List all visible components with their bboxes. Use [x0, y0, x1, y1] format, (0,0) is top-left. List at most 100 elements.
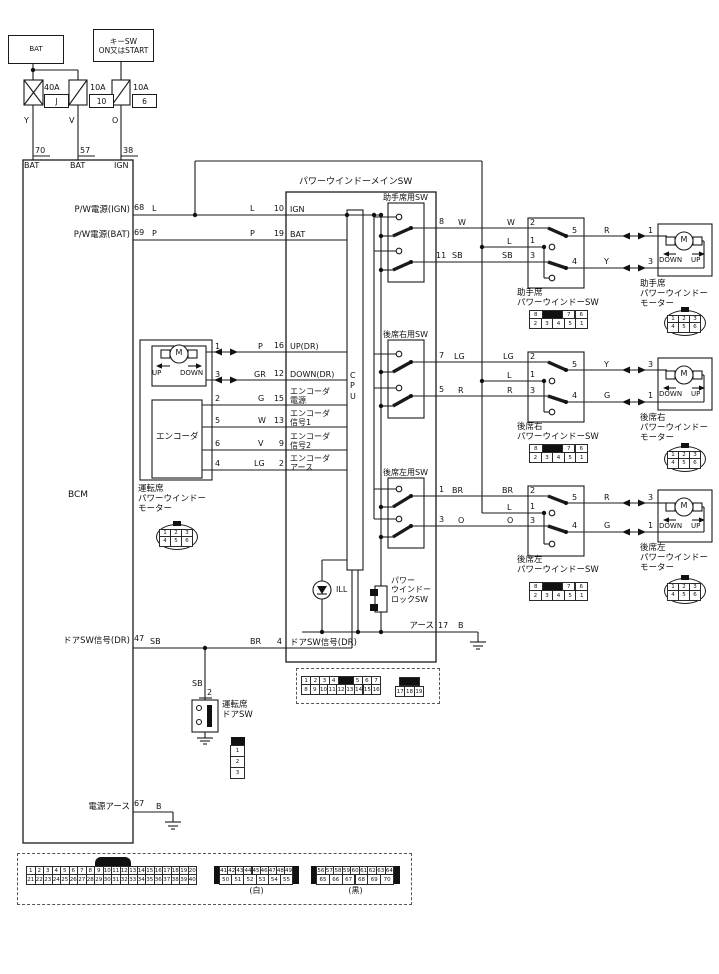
junction-dots: [30, 67, 568, 651]
direction-arrows: [156, 232, 705, 536]
wire-p-left: P: [152, 229, 157, 238]
connector-pin: 65: [316, 874, 330, 886]
rl-motor-pin-b: 1: [648, 521, 654, 530]
rl-sw-pin5: 5: [572, 493, 578, 502]
connector-pin: 70: [380, 874, 394, 886]
rl-wire-l: L: [507, 503, 512, 512]
rr-wire-b1: R: [458, 386, 464, 395]
connector-pin: 6: [689, 457, 701, 469]
bcm-pin-70: 70: [35, 146, 46, 155]
rr-motor-down: DOWN: [659, 390, 683, 398]
doorsw-name: 運転席 ドアSW: [222, 700, 253, 721]
front-wire-b2: SB: [502, 251, 513, 260]
connector-pin: 1: [575, 318, 588, 330]
front-sw-name: 助手席 パワーウインドーSW: [517, 288, 599, 309]
rl-motor-m: M: [680, 501, 688, 510]
wire-v: V: [258, 439, 264, 448]
front-wire-b1: SB: [452, 251, 463, 260]
main-sw-symbol: [285, 191, 486, 663]
bcm-label: BCM: [67, 490, 89, 500]
connector-pin: 51: [231, 874, 245, 886]
remote-motor-symbols: [657, 223, 713, 543]
encoder-label: エンコーダ: [156, 432, 199, 442]
bcm-pin-68: 68: [134, 203, 145, 212]
main-sw-title: パワーウインドーメインSW: [299, 177, 413, 187]
bcm-pin-38: 38: [123, 146, 134, 155]
fuse1-rating: 40A: [44, 83, 60, 92]
black-connector-label: (黒): [348, 886, 363, 895]
wire-w: W: [258, 416, 266, 425]
connector-pin: 54: [267, 874, 281, 886]
cpu-label: CPU: [350, 371, 356, 401]
rr-motor-pin-b: 1: [648, 391, 654, 400]
connector-pin: 19: [413, 686, 424, 698]
rl-wire-a2: BR: [502, 486, 514, 495]
wire-p: P: [258, 342, 263, 351]
battery-box: BAT: [8, 35, 64, 64]
connector-pin: 53: [255, 874, 269, 886]
mainsw-pin-8: 8: [439, 217, 445, 226]
terminal-bat1: BAT: [24, 161, 40, 170]
connector-cap: [394, 866, 400, 884]
rl-motor-name: 後席左 パワーウインドー モーター: [640, 543, 709, 574]
front-out-b: Y: [604, 257, 609, 266]
connector-tab: [231, 737, 245, 746]
driver-motor-name: 運転席 パワーウインドー モーター: [138, 484, 207, 515]
rr-motor-up: UP: [691, 390, 701, 398]
driver-pin-5: 5: [215, 416, 221, 425]
rl-subsw-title: 後席左用SW: [383, 468, 428, 477]
ill-label: ILL: [336, 585, 348, 594]
driver-pin-3: 3: [215, 370, 221, 379]
driver-down-label: DOWN: [180, 369, 204, 377]
battery-label: BAT: [29, 45, 43, 54]
fuse2-code: 10: [96, 96, 107, 106]
connector-pin: [399, 677, 420, 686]
wire-l-left: L: [152, 204, 157, 213]
driver-motor-symbol: [139, 339, 286, 481]
doorsw-wire: SB: [192, 679, 203, 688]
driver-pin-1: 1: [215, 342, 221, 351]
door-switch-symbol: [191, 697, 219, 745]
rl-wire-a1: BR: [452, 486, 464, 495]
rl-sw-pin4: 4: [572, 521, 578, 530]
bcm-doorsignal-label: ドアSW信号(DR): [63, 636, 130, 646]
rr-sw-pin3: 3: [530, 386, 536, 395]
mainsw-enc-power-label: エンコーダ 電源: [290, 387, 330, 406]
mainsw-enc-sig2-label: エンコーダ 信号2: [290, 432, 330, 451]
bcm-pin-47: 47: [134, 634, 145, 643]
front-out-a: R: [604, 226, 610, 235]
front-sw-pin3: 3: [530, 251, 536, 260]
rr-wire-a2: LG: [503, 352, 514, 361]
wire-color-y: Y: [24, 116, 29, 125]
mainsw-pin-4: 4: [276, 637, 282, 646]
rr-sw-name: 後席右 パワーウインドーSW: [517, 422, 599, 443]
mainsw-pin-15: 15: [273, 394, 284, 403]
connector-pin: 1: [575, 452, 588, 464]
front-motor-m: M: [680, 235, 688, 244]
mainsw-pin-10: 10: [273, 204, 284, 213]
mainsw-pin-1: 1: [439, 485, 445, 494]
wire-l-right: L: [250, 204, 255, 213]
mainsw-pin-2: 2: [278, 459, 284, 468]
front-wire-a1: W: [458, 218, 466, 227]
driver-motor-m: M: [175, 348, 183, 357]
wire-g: G: [258, 394, 265, 403]
wire-br-right: BR: [250, 637, 262, 646]
doorsw-pin: 2: [207, 688, 213, 697]
connector-pin: 69: [367, 874, 382, 886]
connector-pin: 40: [187, 874, 197, 886]
rr-wire-b2: R: [507, 386, 513, 395]
rl-motor-pin-a: 3: [648, 493, 654, 502]
rl-motor-down: DOWN: [659, 522, 683, 530]
connector-cap: [311, 866, 317, 884]
